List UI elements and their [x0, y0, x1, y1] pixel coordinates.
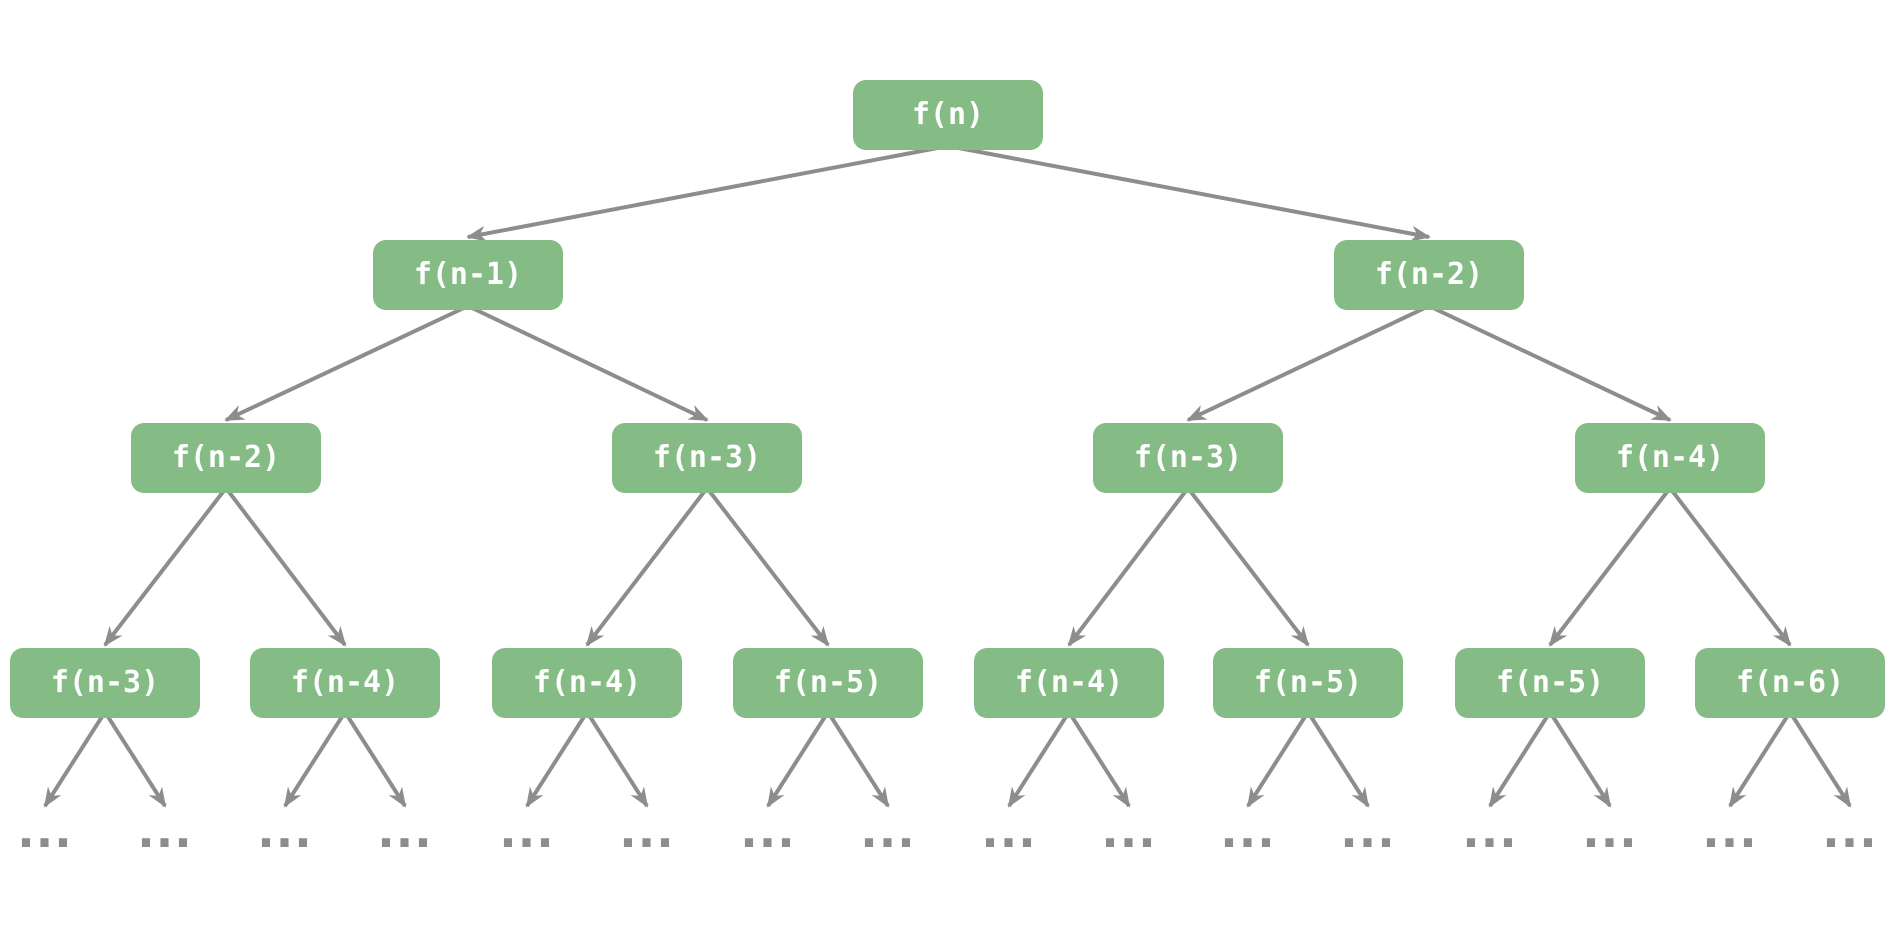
tree-node-l4-0: f(n-3) — [10, 648, 200, 718]
tree-node-l4-1: f(n-4) — [250, 648, 440, 718]
ellipsis-10: ... — [1220, 804, 1276, 858]
tree-node-l4-4: f(n-4) — [974, 648, 1164, 718]
ellipsis-6: ... — [740, 804, 796, 858]
ellipsis-12: ... — [1462, 804, 1518, 858]
tree-node-l2-0: f(n-1) — [373, 240, 563, 310]
ellipsis-14: ... — [1702, 804, 1758, 858]
ellipsis-1: ... — [137, 804, 193, 858]
ellipsis-4: ... — [499, 804, 555, 858]
ellipsis-8: ... — [981, 804, 1037, 858]
tree-node-l2-1: f(n-2) — [1334, 240, 1524, 310]
ellipsis-5: ... — [619, 804, 675, 858]
tree-node-l4-3: f(n-5) — [733, 648, 923, 718]
ellipsis-7: ... — [860, 804, 916, 858]
tree-node-l4-5: f(n-5) — [1213, 648, 1403, 718]
tree-node-l1-0: f(n) — [853, 80, 1043, 150]
ellipsis-3: ... — [377, 804, 433, 858]
tree-node-l3-0: f(n-2) — [131, 423, 321, 493]
tree-node-l4-2: f(n-4) — [492, 648, 682, 718]
ellipsis-11: ... — [1340, 804, 1396, 858]
tree-node-l3-3: f(n-4) — [1575, 423, 1765, 493]
ellipsis-9: ... — [1101, 804, 1157, 858]
ellipsis-0: ... — [17, 804, 73, 858]
tree-node-l3-1: f(n-3) — [612, 423, 802, 493]
tree-node-l4-6: f(n-5) — [1455, 648, 1645, 718]
ellipsis-13: ... — [1582, 804, 1638, 858]
ellipsis-15: ... — [1822, 804, 1878, 858]
ellipsis-edges — [43, 710, 1852, 808]
tree-node-l3-2: f(n-3) — [1093, 423, 1283, 493]
tree-node-l4-7: f(n-6) — [1695, 648, 1885, 718]
ellipsis-2: ... — [257, 804, 313, 858]
tree-edges — [103, 144, 1792, 647]
